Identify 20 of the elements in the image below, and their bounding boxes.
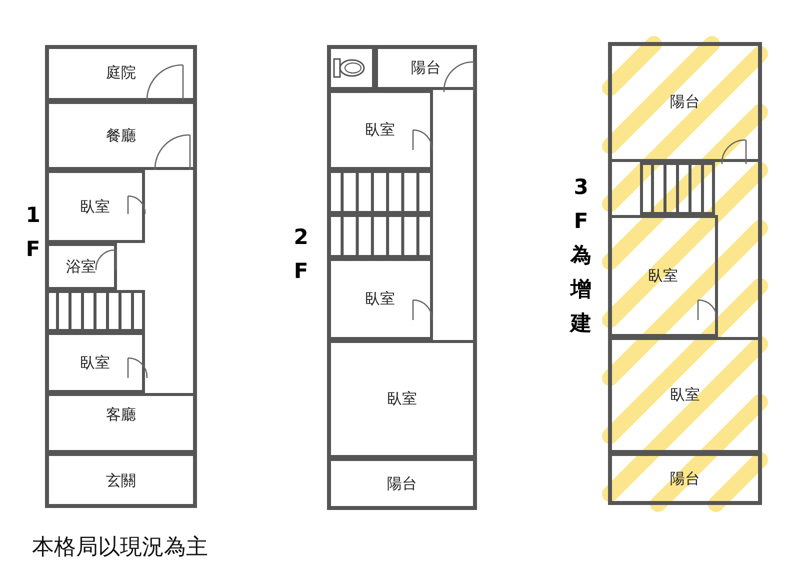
room-label: 陽台 <box>387 474 417 494</box>
room-label: 庭院 <box>106 64 136 82</box>
room-label: 陽台 <box>411 58 441 77</box>
room-label: 臥室 <box>648 266 678 286</box>
floor-label: 2F <box>292 224 310 285</box>
room-label: 玄關 <box>106 471 136 490</box>
floor-label: 3F為增建 <box>568 174 592 337</box>
caption: 本格局以現況為主 <box>32 534 208 562</box>
room-label: 臥室 <box>80 197 110 216</box>
room-label: 臥室 <box>80 353 110 372</box>
room-label: 浴室 <box>66 257 96 276</box>
room-label: 客廳 <box>106 406 136 424</box>
room-label: 陽台 <box>670 470 700 488</box>
room-label: 臥室 <box>387 390 417 408</box>
room-label: 臥室 <box>365 290 395 308</box>
room-label: 餐廳 <box>106 126 136 145</box>
floor-label: 1F <box>24 202 42 263</box>
room-label: 臥室 <box>365 120 395 140</box>
room-label: 臥室 <box>670 386 700 404</box>
room-label: 陽台 <box>670 92 700 112</box>
